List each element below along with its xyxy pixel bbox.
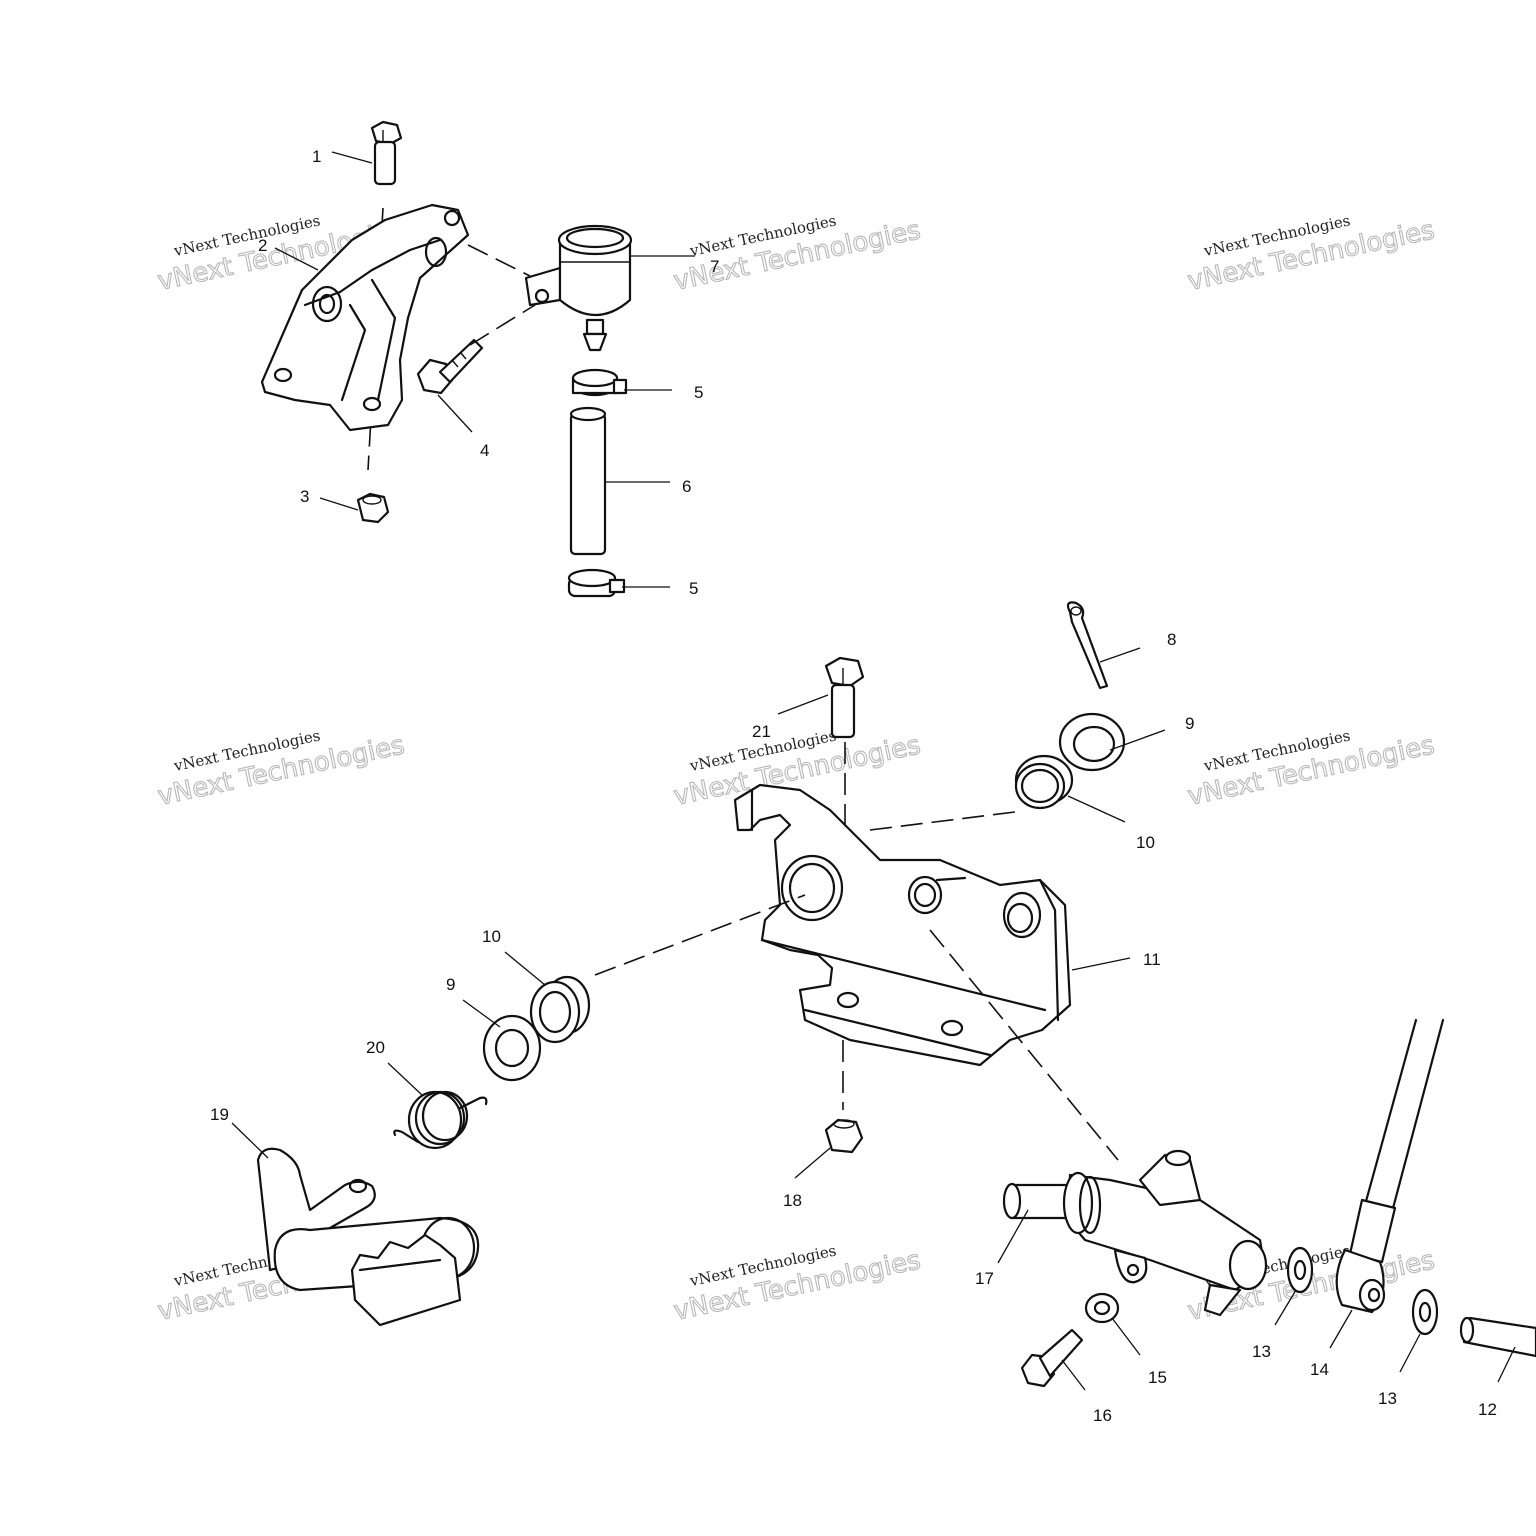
callout-11: 11 [1143, 950, 1161, 969]
assembly-line [469, 304, 536, 346]
part-9-washer-lower [482, 1014, 542, 1082]
callout-5-lower: 5 [689, 579, 698, 598]
watermark-top-center: vNext Technologies vNext Technologies [671, 211, 924, 297]
part-19-pedal [256, 1147, 480, 1327]
part-18-nut [824, 1118, 864, 1154]
callout-17: 17 [975, 1269, 994, 1288]
callout-20: 20 [366, 1038, 385, 1057]
part-20-spring [393, 1090, 488, 1150]
part-10-bushing-lower [529, 975, 591, 1044]
watermark-mid-left: vNext Technologies vNext Technologies [155, 726, 408, 812]
assembly-line [929, 929, 1119, 1161]
callout-labels: 1 2 3 4 5 6 5 7 8 9 10 10 9 11 12 13 13 … [210, 147, 1497, 1425]
part-9-washer-upper [1058, 712, 1126, 772]
assembly-line [869, 811, 1016, 831]
part-15-washer [1084, 1292, 1120, 1324]
part-17-master-cylinder [1002, 1149, 1268, 1317]
callout-8: 8 [1167, 630, 1176, 649]
watermark-mid-right: vNext Technologies vNext Technologies [1185, 726, 1438, 812]
callout-7: 7 [710, 257, 719, 276]
part-5-clamp-upper [571, 368, 628, 397]
callout-18: 18 [783, 1191, 802, 1210]
part-13-washer-right [1411, 1288, 1439, 1336]
part-16-bolt [1020, 1328, 1084, 1388]
part-11-pedal-bracket [733, 783, 1072, 1067]
part-14-rod-end [1335, 1198, 1397, 1314]
part-7-reservoir [524, 224, 633, 352]
part-21-bolt [824, 656, 865, 739]
callout-14: 14 [1310, 1360, 1329, 1379]
callout-13-left: 13 [1252, 1342, 1271, 1361]
part-10-bushing-upper [1014, 754, 1074, 810]
part-13-washer-left [1286, 1246, 1314, 1294]
part-2-bracket [260, 203, 470, 432]
callout-3: 3 [300, 487, 309, 506]
part-6-hose [569, 406, 607, 556]
part-4-bolt [416, 338, 484, 395]
assembly-line [467, 244, 531, 277]
brake-cable [1363, 1018, 1445, 1214]
callout-10-upper: 10 [1136, 833, 1155, 852]
watermark-top-right: vNext Technologies vNext Technologies [1185, 211, 1438, 297]
callout-2: 2 [258, 236, 267, 255]
callout-5-upper: 5 [694, 383, 703, 402]
callout-6: 6 [682, 477, 691, 496]
callout-15: 15 [1148, 1368, 1167, 1387]
part-8-cotter-pin [1066, 601, 1109, 690]
assembly-line [594, 894, 806, 976]
part-3-nut [356, 492, 390, 524]
part-1-bolt [370, 120, 403, 186]
callout-10-lower: 10 [482, 927, 501, 946]
part-12-pin [1459, 1316, 1536, 1358]
part-5-clamp-lower [567, 568, 626, 598]
callout-4: 4 [480, 441, 489, 460]
leader-lines [231, 151, 1516, 1391]
watermark-bottom-center: vNext Technologies vNext Technologies [671, 1241, 924, 1327]
callout-19: 19 [210, 1105, 229, 1124]
callout-16: 16 [1093, 1406, 1112, 1425]
callout-9-lower: 9 [446, 975, 455, 994]
callout-21: 21 [752, 722, 771, 741]
callout-9-upper: 9 [1185, 714, 1194, 733]
callout-1: 1 [312, 147, 321, 166]
callout-13-right: 13 [1378, 1389, 1397, 1408]
callout-12: 12 [1478, 1400, 1497, 1419]
